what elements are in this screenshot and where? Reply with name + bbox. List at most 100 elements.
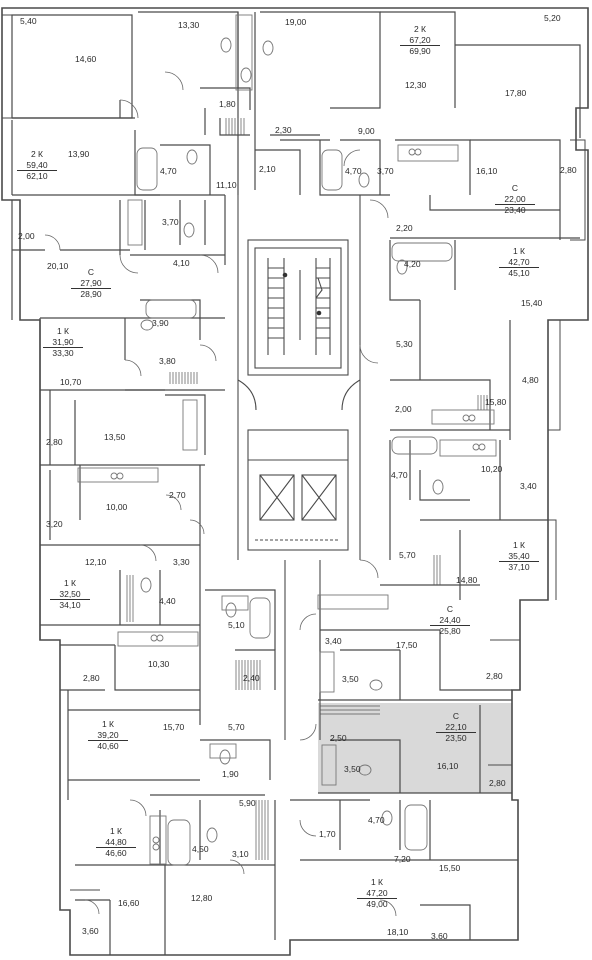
room-area: 14,80	[456, 575, 478, 585]
apartment-label[interactable]: 1 К 44,80 46,60	[96, 826, 136, 859]
room-area: 12,80	[191, 893, 213, 903]
apartment-area: 35,40	[499, 551, 539, 562]
kitchen-fixtures	[77, 14, 497, 865]
apartment-label[interactable]: 2 К 59,40 62,10	[17, 149, 57, 182]
room-area: 5,70	[228, 722, 245, 732]
apartment-total: 34,10	[59, 600, 81, 610]
apartment-label[interactable]: С 27,90 28,90	[71, 267, 111, 300]
room-area: 2,80	[486, 671, 503, 681]
room-area: 16,60	[118, 898, 140, 908]
room-area: 10,30	[148, 659, 170, 669]
room-area: 5,30	[396, 339, 413, 349]
apartment-total: 37,10	[508, 562, 530, 572]
apartment-label[interactable]: С 22,00 23,40	[495, 183, 535, 216]
stair-node-b	[316, 310, 322, 316]
room-area: 2,50	[330, 733, 347, 743]
room-area: 20,10	[47, 261, 69, 271]
apartment-label[interactable]: 1 К 35,40 37,10	[499, 540, 539, 573]
apartment-label[interactable]: 1 К 32,50 34,10	[50, 578, 90, 611]
room-area: 1,80	[219, 99, 236, 109]
apartment-type: 1 К	[512, 540, 526, 550]
room-area: 4,20	[404, 259, 421, 269]
apartment-label[interactable]: 1 К 47,20 49,00	[357, 877, 397, 910]
room-area: 2,10	[259, 164, 276, 174]
apartment-area: 27,90	[71, 278, 111, 289]
apartment-area: 32,50	[50, 589, 90, 600]
apartment-type: 1 К	[101, 719, 115, 729]
room-area: 17,80	[505, 88, 527, 98]
room-area: 2,00	[18, 231, 35, 241]
room-area: 5,70	[399, 550, 416, 560]
room-area: 3,20	[46, 519, 63, 529]
apartment-total: 46,60	[105, 848, 127, 858]
room-area: 17,50	[396, 640, 418, 650]
room-area: 11,10	[216, 180, 237, 190]
room-area: 1,90	[222, 769, 239, 779]
apartment-label[interactable]: 1 К 31,90 33,30	[43, 326, 83, 359]
apartment-type: 1 К	[370, 877, 384, 887]
apartment-area: 31,90	[43, 337, 83, 348]
apartment-area: 59,40	[17, 160, 57, 171]
apartment-type: 1 К	[56, 326, 70, 336]
apartment-total: 28,90	[80, 289, 102, 299]
room-area: 15,70	[163, 722, 185, 732]
room-area: 10,70	[60, 377, 82, 387]
room-area: 3,30	[173, 557, 190, 567]
apartment-type: С	[446, 604, 454, 614]
apartment-label[interactable]: С 24,40 25,80	[430, 604, 470, 637]
stair-node-a	[282, 272, 288, 278]
apartment-label[interactable]: 1 К 39,20 40,60	[88, 719, 128, 752]
room-area: 3,40	[520, 481, 537, 491]
apartment-total: 33,30	[52, 348, 74, 358]
room-area: 12,10	[85, 557, 107, 567]
room-area: 18,10	[387, 927, 409, 937]
apartment-label[interactable]: 1 К 42,70 45,10	[499, 246, 539, 279]
apartment-total: 23,50	[445, 733, 467, 743]
room-area: 3,60	[82, 926, 99, 936]
apartment-area: 42,70	[499, 257, 539, 268]
apartment-label[interactable]: С 22,10 23,50	[436, 711, 476, 744]
room-area: 4,10	[173, 258, 190, 268]
room-area: 4,40	[159, 596, 176, 606]
corridor	[237, 195, 361, 740]
room-area: 2,40	[243, 673, 260, 683]
room-area: 3,90	[152, 318, 169, 328]
room-area: 3,70	[162, 217, 179, 227]
apartment-total: 69,90	[409, 46, 431, 56]
apartment-type: 1 К	[109, 826, 123, 836]
room-area: 9,00	[358, 126, 375, 136]
hatches	[126, 118, 488, 860]
room-area: 5,90	[239, 798, 256, 808]
room-area: 12,30	[405, 80, 427, 90]
room-area: 2,70	[169, 490, 186, 500]
room-area: 7,20	[394, 854, 411, 864]
room-area: 5,10	[228, 620, 245, 630]
room-area: 4,70	[160, 166, 177, 176]
room-area: 2,80	[46, 437, 63, 447]
room-area: 3,50	[344, 764, 361, 774]
room-area: 2,20	[396, 223, 413, 233]
apartment-label[interactable]: 2 К 67,20 69,90	[400, 24, 440, 57]
apartment-area: 39,20	[88, 730, 128, 741]
apartment-total: 49,00	[366, 899, 388, 909]
apartment-type: С	[452, 711, 460, 721]
room-area: 2,00	[395, 404, 412, 414]
apartment-type: 1 К	[512, 246, 526, 256]
highlighted-apartment[interactable]	[318, 703, 512, 793]
room-area: 16,10	[476, 166, 498, 176]
room-area: 3,40	[325, 636, 342, 646]
room-area: 15,50	[439, 863, 461, 873]
door-swings	[44, 71, 397, 917]
room-area: 5,20	[544, 13, 561, 23]
room-area: 10,00	[106, 502, 128, 512]
room-area: 13,90	[68, 149, 90, 159]
apartment-area: 24,40	[430, 615, 470, 626]
room-area: 3,10	[232, 849, 249, 859]
apartment-area: 22,00	[495, 194, 535, 205]
room-area: 4,80	[522, 375, 539, 385]
apartment-type: С	[511, 183, 519, 193]
apartment-total: 23,40	[504, 205, 526, 215]
room-area: 2,80	[560, 165, 577, 175]
apartment-area: 47,20	[357, 888, 397, 899]
